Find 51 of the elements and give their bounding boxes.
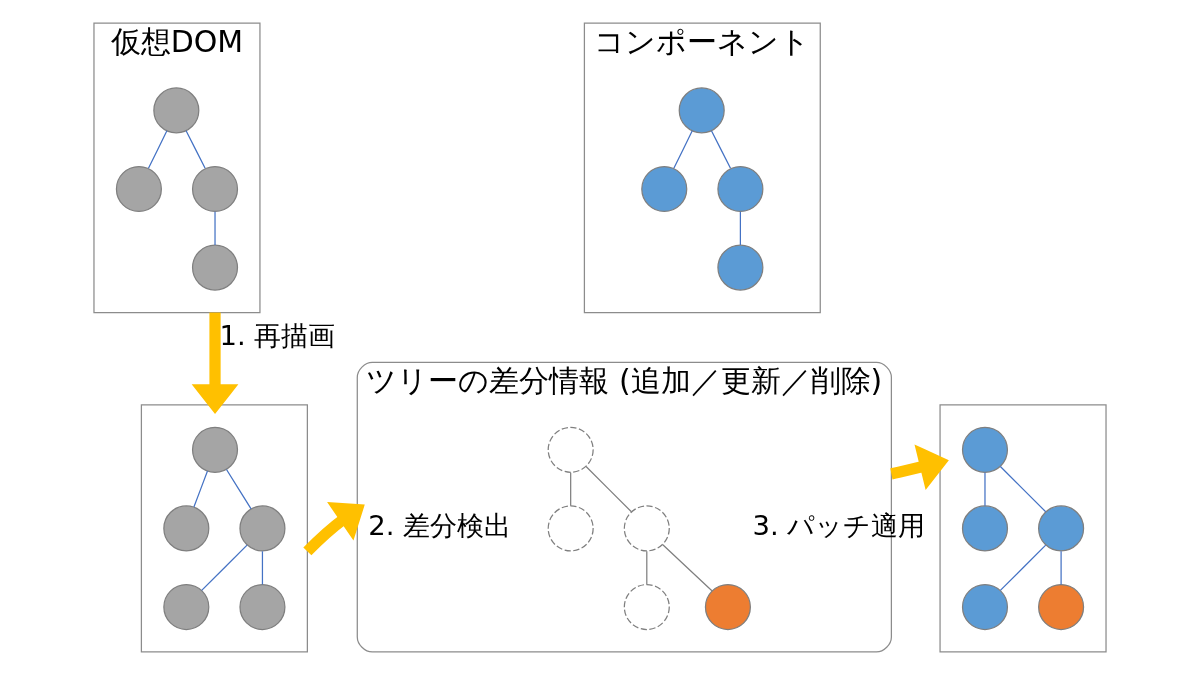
node-circle <box>717 165 764 213</box>
connector <box>570 472 572 507</box>
node-circle <box>704 583 751 631</box>
connector <box>984 472 986 507</box>
connector <box>225 468 252 510</box>
connector <box>646 550 648 586</box>
edge-label: 2. 差分検出 <box>368 510 512 542</box>
connector <box>999 465 1047 513</box>
node-circle <box>1038 505 1085 552</box>
node-circle <box>641 165 688 213</box>
connector <box>585 465 633 513</box>
node-circle <box>191 244 239 291</box>
node-circle <box>547 426 594 473</box>
arrow <box>890 444 949 490</box>
connector <box>1060 550 1062 586</box>
node-circle <box>239 583 286 631</box>
cluster: コンポーネント <box>583 22 821 314</box>
connector <box>185 130 206 169</box>
connector <box>201 544 248 592</box>
connector <box>214 211 216 246</box>
node-circle <box>961 426 1009 473</box>
connector <box>739 211 741 246</box>
edge-label: 3. パッチ適用 <box>752 510 926 542</box>
arrow <box>191 312 239 414</box>
node-circle <box>191 426 239 473</box>
cluster: 仮想DOM <box>93 22 261 314</box>
connector <box>710 130 732 169</box>
node-circle <box>623 505 670 552</box>
node-circle <box>191 165 239 213</box>
node-circle <box>623 583 670 631</box>
node-circle <box>153 87 200 134</box>
cluster <box>939 404 1107 653</box>
connector <box>662 544 713 592</box>
cluster <box>140 404 308 653</box>
node-circle <box>678 87 725 134</box>
connector <box>673 130 693 169</box>
node-circle <box>163 505 210 552</box>
node-circle <box>239 505 286 552</box>
node-circle <box>163 583 210 631</box>
node-circle <box>961 583 1009 631</box>
connector <box>147 130 168 169</box>
edge-label: 1. 再描画 <box>219 319 336 351</box>
connector <box>999 544 1047 592</box>
connector <box>193 470 209 508</box>
connector <box>261 550 264 586</box>
arrow <box>303 502 365 556</box>
node-circle <box>547 505 594 552</box>
node-circle <box>717 244 764 291</box>
node-circle <box>115 165 162 213</box>
node-circle <box>961 505 1009 552</box>
node-circle <box>1038 583 1085 631</box>
